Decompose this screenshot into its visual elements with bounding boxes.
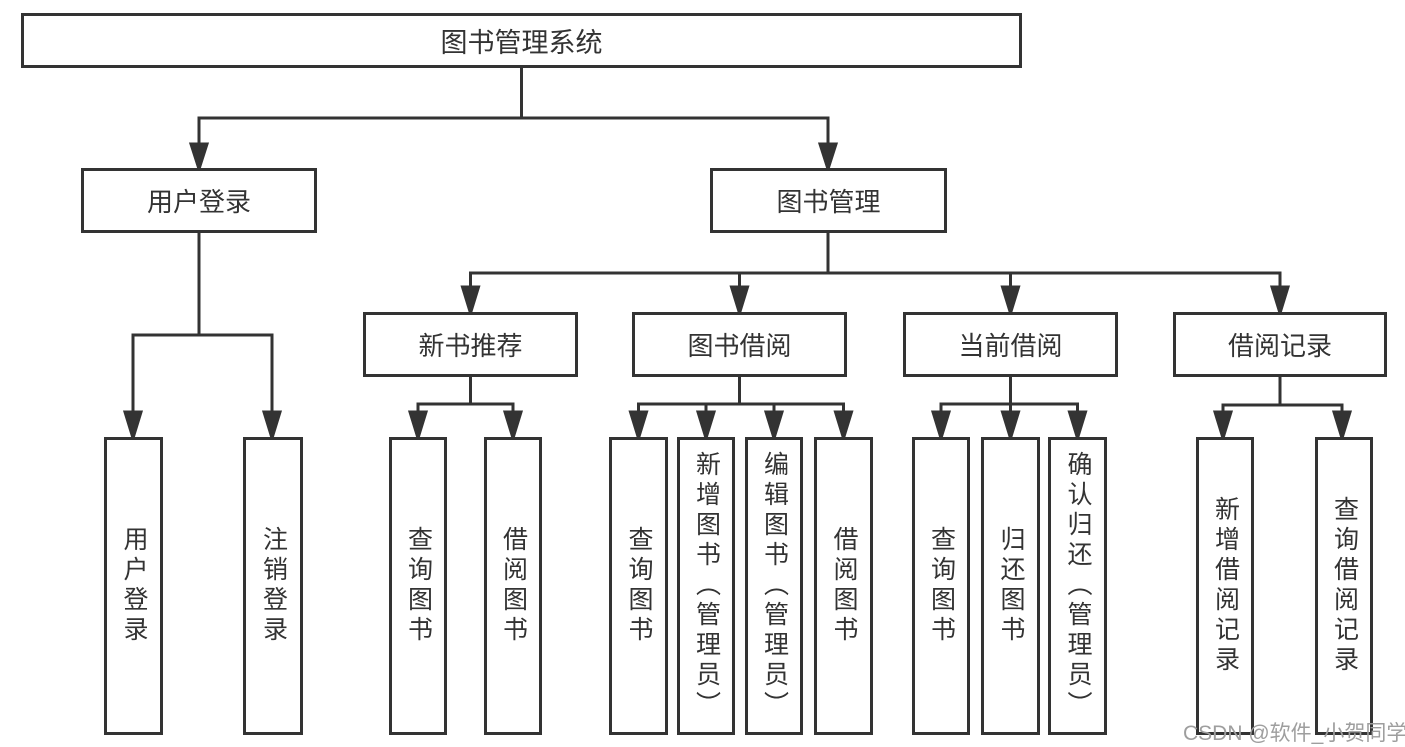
node-label: 借阅记录 <box>1227 331 1332 361</box>
node-leaf-query-books-borrow: 查询图书 <box>609 437 668 735</box>
arrowhead-icon <box>1000 410 1021 444</box>
node-leaf-add-book-admin: 新增图书（管理员） <box>677 437 735 735</box>
arrowhead-icon <box>763 410 785 444</box>
node-leaf-query-books-current: 查询图书 <box>912 437 970 735</box>
arrowhead-icon <box>1000 285 1021 319</box>
node-leaf-borrow-books-recommend: 借阅图书 <box>484 437 542 735</box>
node-label: 借阅图书 <box>499 526 528 646</box>
node-library-management-system: 图书管理系统 <box>21 13 1022 68</box>
node-leaf-query-books-recommend: 查询图书 <box>389 437 447 735</box>
node-label: 图书借阅 <box>687 331 792 361</box>
arrowhead-icon <box>502 410 524 444</box>
node-leaf-return-book: 归还图书 <box>981 437 1040 735</box>
node-label: 新增借阅记录 <box>1211 496 1240 676</box>
node-label: 查询图书 <box>404 526 433 646</box>
node-label: 新书推荐 <box>418 331 523 361</box>
arrowhead-icon <box>1212 410 1234 444</box>
node-label: 确认归还（管理员） <box>1064 451 1092 721</box>
arrowhead-icon <box>1067 410 1088 444</box>
arrowhead-icon <box>817 142 839 174</box>
node-label: 用户登录 <box>120 526 148 646</box>
node-label: 新增图书（管理员） <box>692 451 721 721</box>
node-book-borrowing: 图书借阅 <box>632 312 847 377</box>
node-label: 编辑图书（管理员） <box>760 451 789 721</box>
node-leaf-confirm-return-admin: 确认归还（管理员） <box>1048 437 1107 735</box>
node-label: 归还图书 <box>997 526 1025 646</box>
node-label: 查询图书 <box>927 526 956 646</box>
node-leaf-logout: 注销登录 <box>243 437 303 735</box>
node-leaf-user-login: 用户登录 <box>104 437 163 735</box>
tree-edges <box>122 66 1353 444</box>
node-leaf-add-borrow-record: 新增借阅记录 <box>1196 437 1254 735</box>
node-label: 借阅图书 <box>830 526 858 646</box>
arrowhead-icon <box>1331 410 1353 444</box>
node-current-borrowing: 当前借阅 <box>903 312 1118 377</box>
node-label: 查询图书 <box>625 526 653 646</box>
arrowhead-icon <box>729 285 750 319</box>
arrowhead-icon <box>188 142 210 174</box>
node-label: 图书管理 <box>776 187 881 217</box>
node-borrow-records: 借阅记录 <box>1173 312 1387 377</box>
arrowhead-icon <box>833 410 854 444</box>
node-new-book-recommend: 新书推荐 <box>363 312 578 377</box>
node-label: 当前借阅 <box>958 331 1063 361</box>
arrowhead-icon <box>628 410 649 444</box>
arrowhead-icon <box>407 410 429 444</box>
watermark: CSDN @软件_小贺同学 <box>1183 722 1405 745</box>
node-label: 注销登录 <box>259 526 288 646</box>
node-leaf-borrow-books-borrow: 借阅图书 <box>814 437 873 735</box>
arrowhead-icon <box>930 410 952 444</box>
node-book-management: 图书管理 <box>710 168 947 233</box>
arrowhead-icon <box>261 410 283 444</box>
node-label: 查询借阅记录 <box>1330 496 1359 676</box>
node-label: 图书管理系统 <box>440 28 603 58</box>
node-label: 用户登录 <box>146 187 251 217</box>
node-leaf-edit-book-admin: 编辑图书（管理员） <box>745 437 803 735</box>
node-user-login: 用户登录 <box>81 168 317 233</box>
node-leaf-query-borrow-record: 查询借阅记录 <box>1315 437 1373 735</box>
arrowhead-icon <box>1269 285 1291 319</box>
arrowhead-icon <box>460 285 481 319</box>
arrowhead-icon <box>122 410 144 444</box>
arrowhead-icon <box>695 410 717 444</box>
